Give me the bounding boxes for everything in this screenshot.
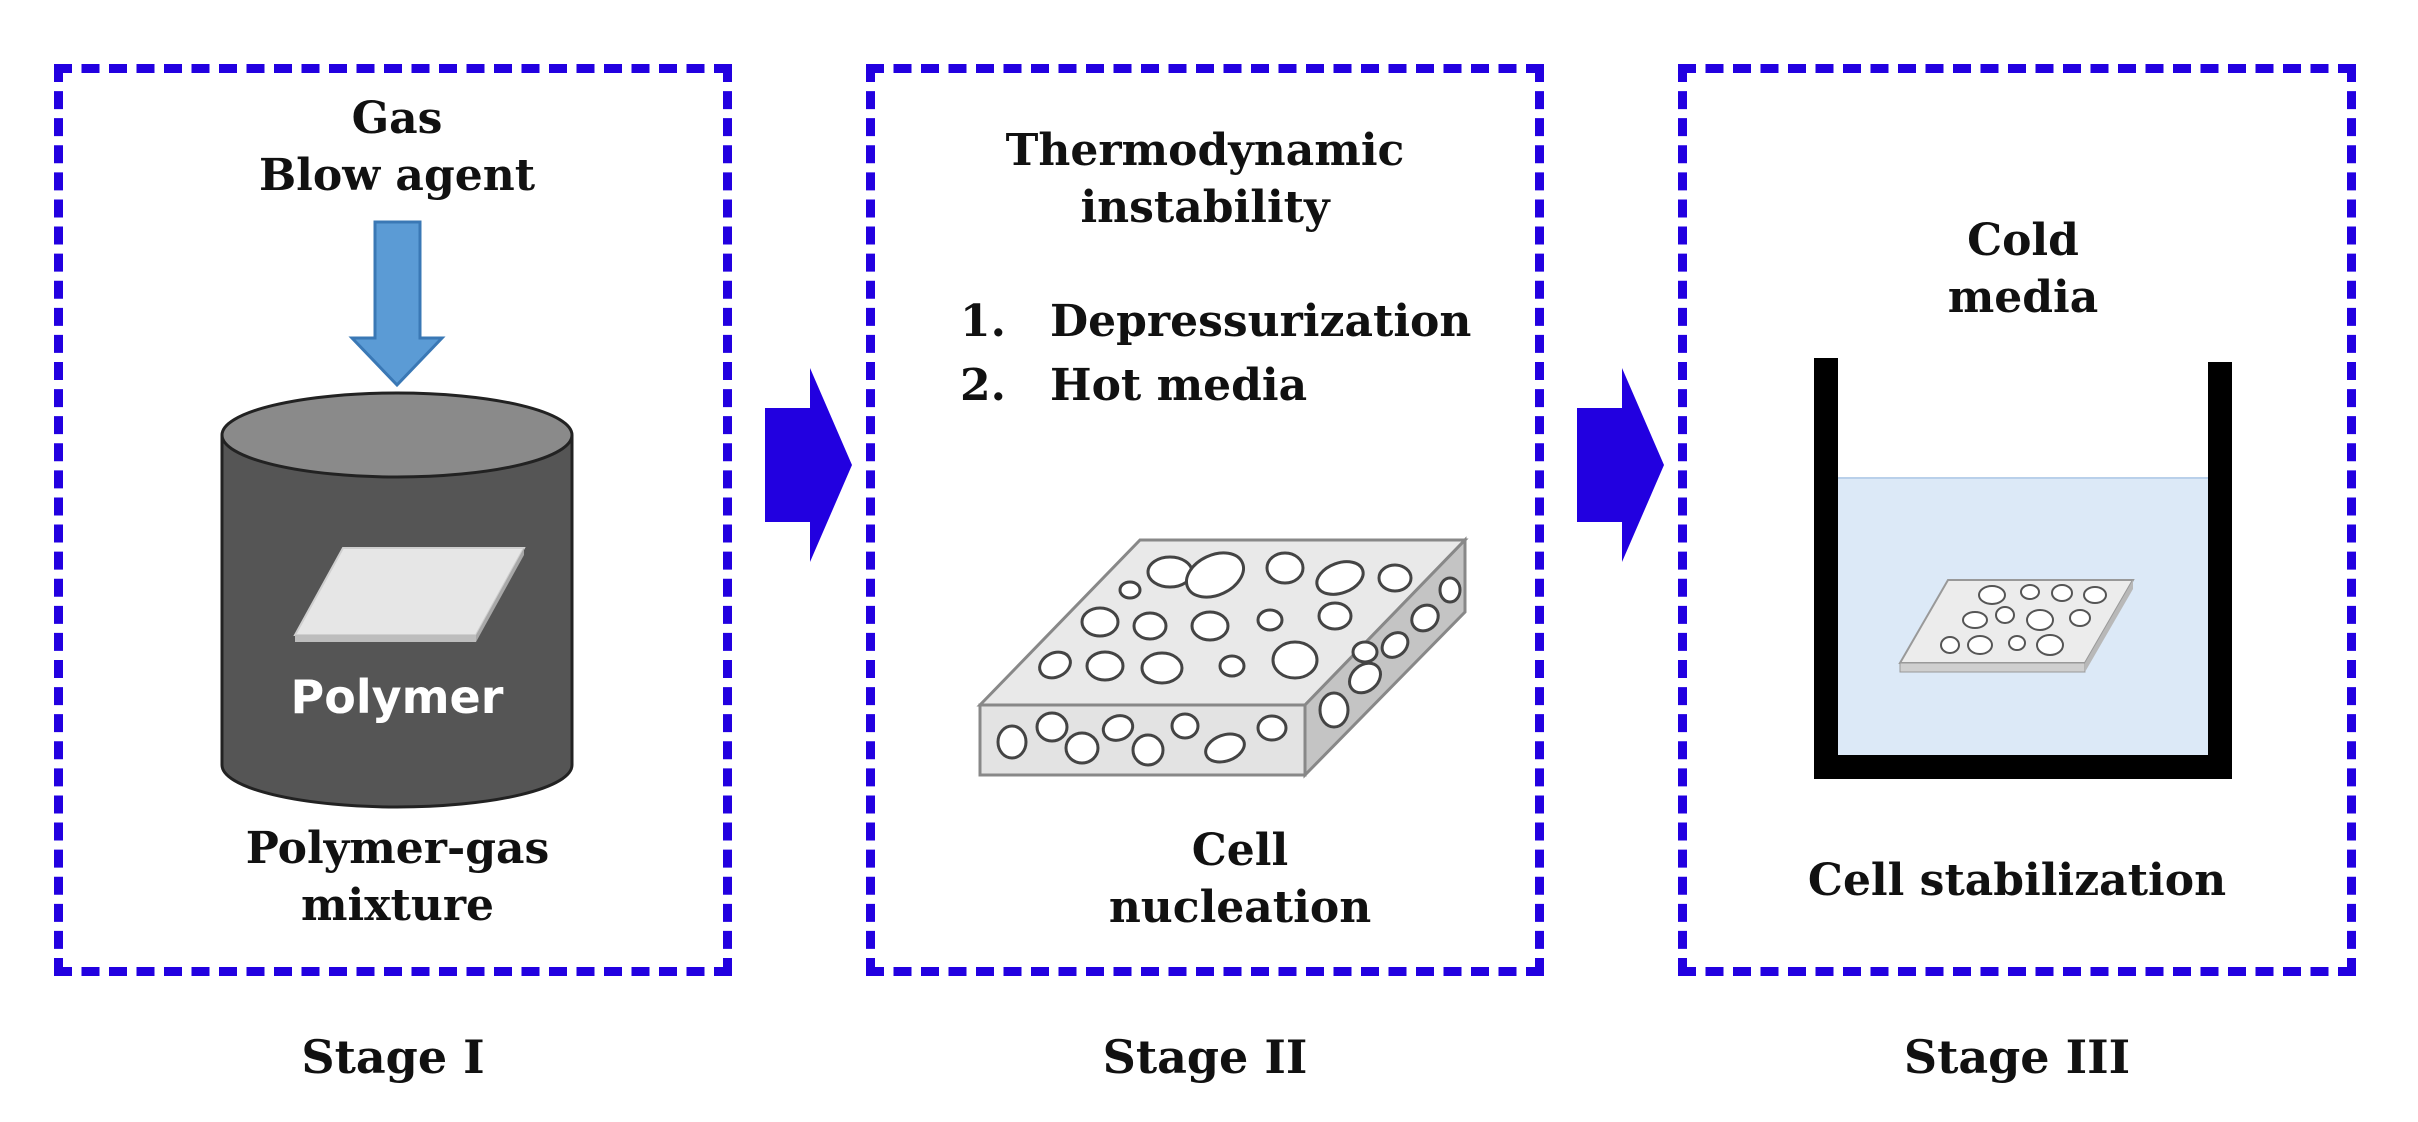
flow-arrow-1-icon [765,368,852,562]
stage-1-label: Stage I [301,1030,485,1084]
foam-sample-icon [1898,579,2135,673]
stage-3-heading: Cold media [1947,215,2099,324]
flow-arrow-2-icon [1577,368,1664,562]
step-item: 2.Hot media [960,359,1308,411]
stage-2-heading: Thermodynamic instability [1005,125,1405,234]
blow-agent-label: Blow agent [258,150,536,202]
stage-2-caption: Cell nucleation [1108,825,1372,934]
stage-3-panel [1678,64,2356,976]
stage-2-label: Stage II [1102,1030,1308,1084]
gas-arrow-down-icon [348,220,446,388]
stage-3-caption: Cell stabilization [1807,855,2227,906]
stage-1-panel [54,64,732,976]
stage-2-steps: 1.Depressurization 2.Hot media [960,290,1471,418]
stage-2-panel [866,64,1544,976]
cold-bath-icon [1814,358,2232,779]
foam-block-icon [976,536,1469,779]
stage-3-label: Stage III [1903,1030,2131,1084]
gas-label: Gas [351,93,443,144]
step-item: 1.Depressurization [960,296,1472,347]
polymer-label: Polymer [290,670,504,724]
stage-1-caption: Polymer-gas mixture [245,823,550,932]
stage-1-input-label: Gas Blow agent [222,90,572,204]
pressure-vessel-icon [220,391,574,809]
